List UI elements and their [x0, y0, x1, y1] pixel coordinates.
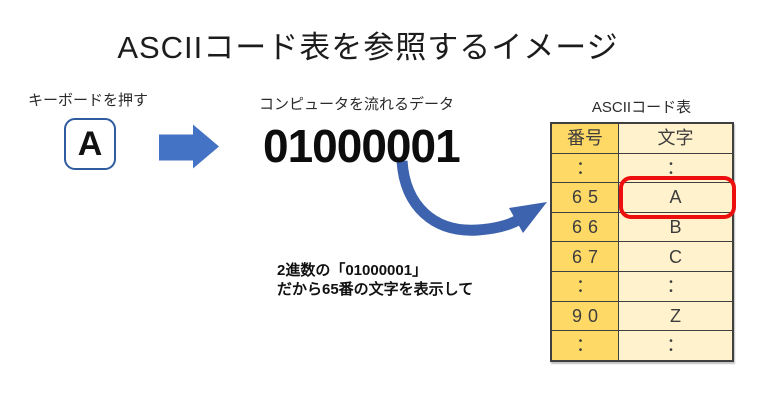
column-header-number: 番号: [550, 122, 619, 154]
table-header-row: 番号 文字: [550, 122, 734, 154]
number-cell: ：: [550, 270, 619, 302]
char-cell: ：: [618, 270, 734, 302]
table-row: 66 B: [550, 211, 734, 243]
curved-arrow-head-icon: [509, 202, 547, 233]
number-cell: 65: [550, 182, 619, 213]
annotation-line-1: 2進数の「01000001」: [277, 262, 428, 279]
number-cell: ：: [550, 152, 619, 184]
char-cell-highlighted: A: [618, 182, 734, 213]
dataflow-label: コンピュータを流れるデータ: [259, 96, 455, 113]
number-cell: 67: [550, 241, 619, 272]
table-row: 67 C: [550, 241, 734, 272]
column-header-char: 文字: [618, 122, 734, 154]
table-row: 65 A: [550, 182, 734, 213]
number-cell: 66: [550, 211, 619, 243]
highlight-box: [619, 176, 736, 219]
table-row: ： ：: [550, 270, 734, 302]
right-arrow-icon: [159, 124, 219, 169]
key-letter: A: [77, 125, 103, 163]
keyboard-key: A: [64, 118, 116, 170]
annotation-line-2: だから65番の文字を表示して: [277, 281, 474, 298]
char-cell: Z: [618, 300, 734, 332]
keyboard-label: キーボードを押す: [28, 92, 149, 109]
binary-value: 01000001: [263, 120, 461, 172]
table-row: ： ：: [550, 330, 734, 362]
page-title: ASCIIコード表を参照するイメージ: [117, 30, 619, 65]
char-cell: C: [618, 241, 734, 272]
ascii-table: 番号 文字 ： ： 65 A 66 B 67 C: [550, 122, 734, 362]
table-row: 90 Z: [550, 300, 734, 332]
number-cell: ：: [550, 330, 619, 362]
ascii-table-container: 番号 文字 ： ： 65 A 66 B 67 C: [550, 122, 734, 362]
char-cell: ：: [618, 330, 734, 362]
annotation-text: 2進数の「01000001」 だから65番の文字を表示して: [277, 261, 473, 299]
ascii-table-title: ASCIIコード表: [591, 99, 692, 116]
number-cell: 90: [550, 300, 619, 332]
